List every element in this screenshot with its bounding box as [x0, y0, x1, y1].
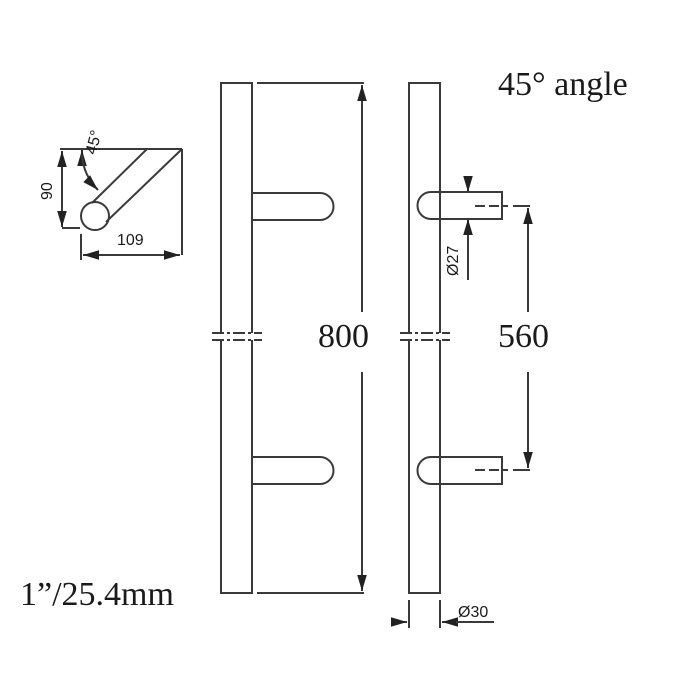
standoff-diameter-label: Ø27 [445, 245, 462, 276]
side-view-bar [391, 82, 533, 628]
detail-width-label: 109 [117, 232, 144, 249]
angle-title: 45° angle [498, 66, 628, 103]
bar-diameter-label: Ø30 [458, 604, 489, 621]
spacing-dimension-label: 560 [498, 318, 549, 355]
front-view-bar [212, 82, 367, 594]
detail-height-label: 90 [39, 182, 56, 200]
size-label: 1”/25.4mm [20, 576, 174, 613]
angle-detail-view [57, 148, 183, 260]
length-dimension-label: 800 [318, 318, 369, 355]
